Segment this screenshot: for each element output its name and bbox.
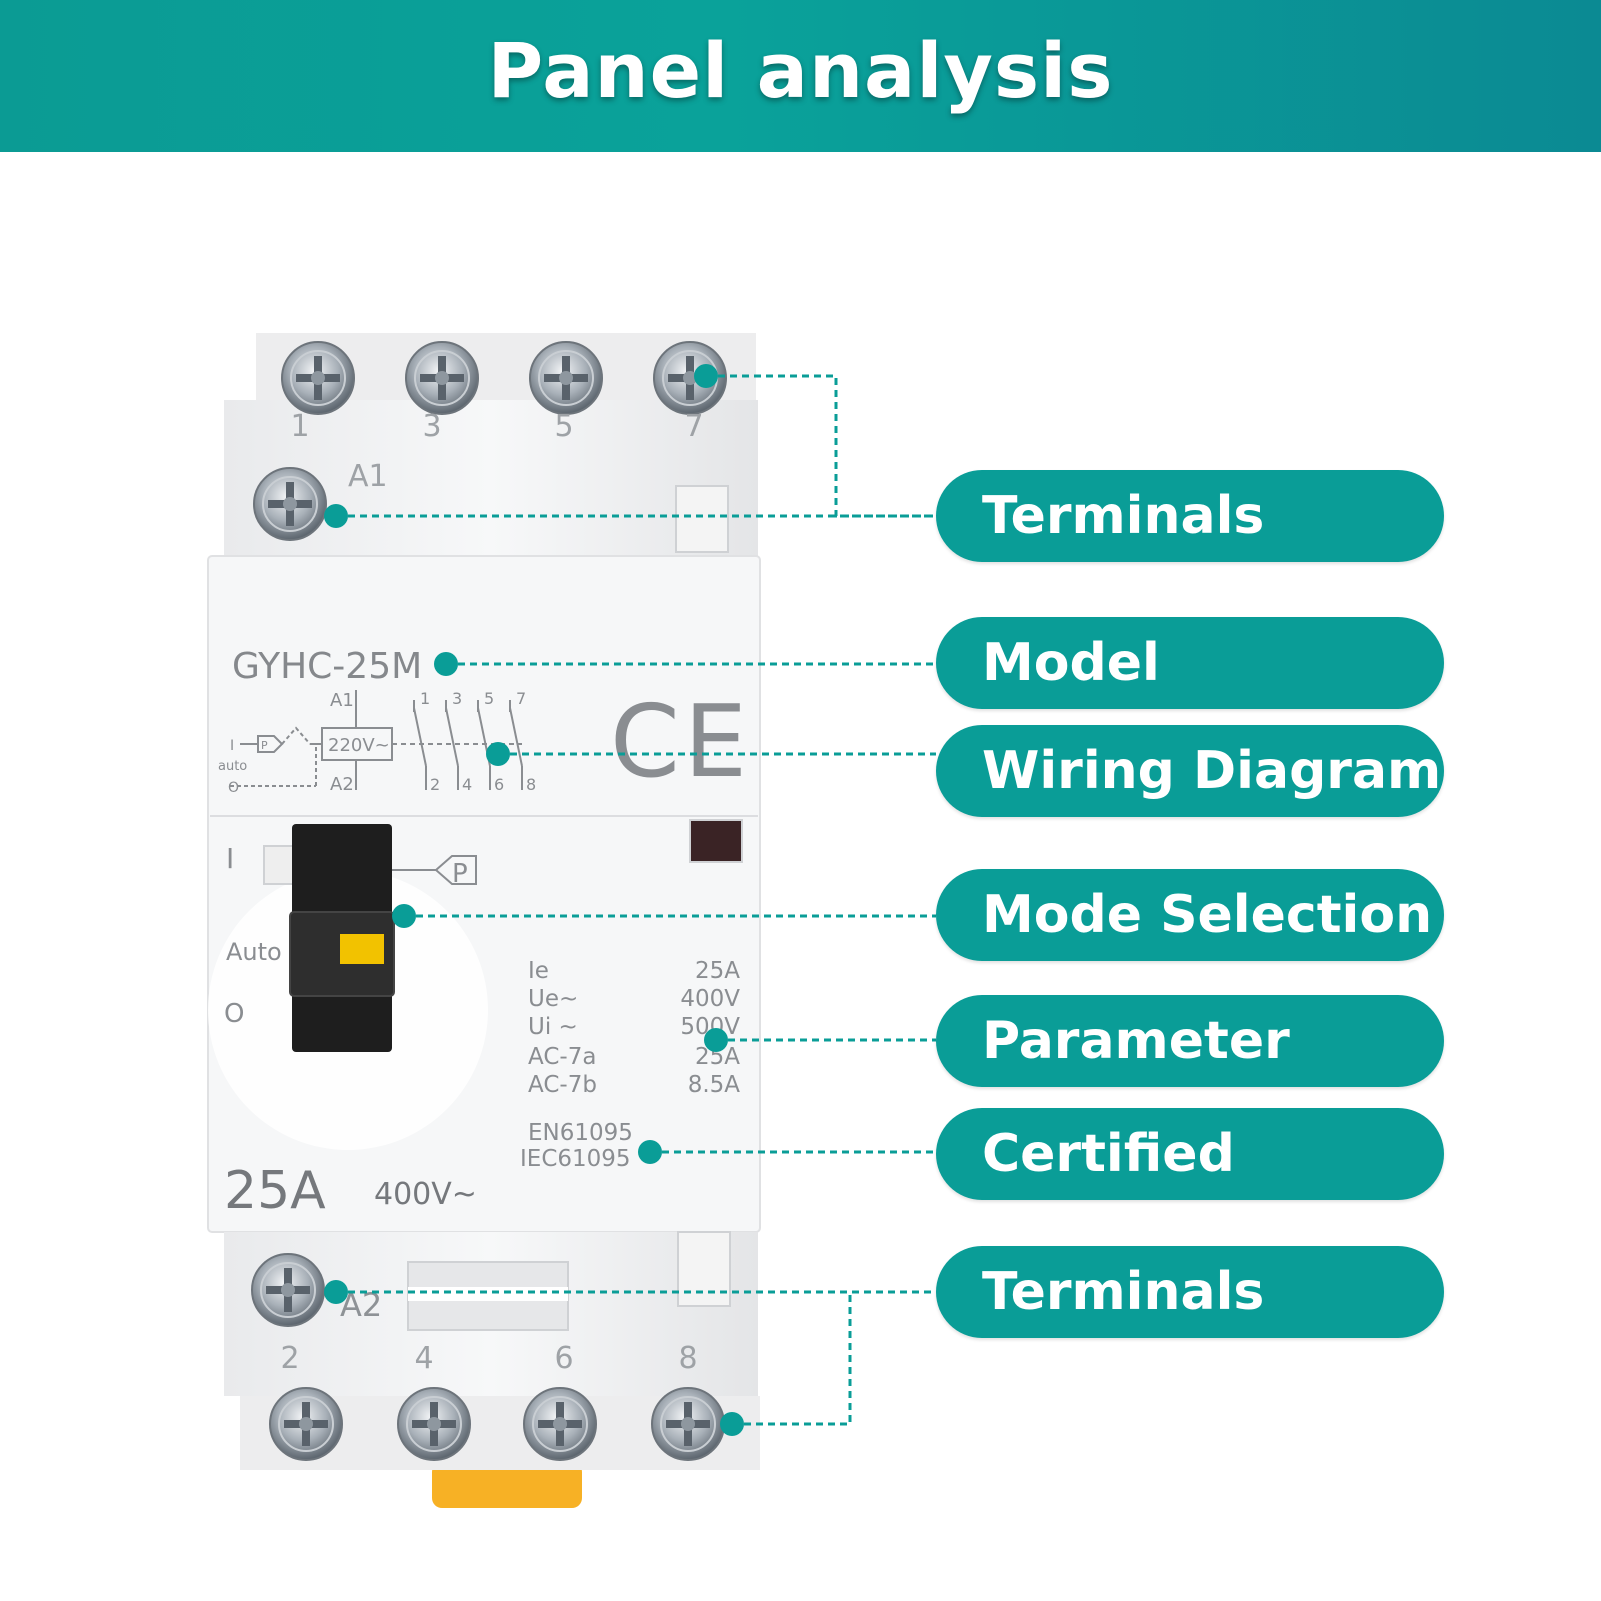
diagram-mode-auto: auto — [218, 759, 247, 774]
screw-icon — [251, 1253, 325, 1327]
callout-terminals-bottom: Terminals — [936, 1246, 1444, 1338]
parameter-value: 25A — [695, 1044, 740, 1070]
ce-mark-icon: CE — [610, 683, 751, 800]
terminal-number: 6 — [554, 1341, 573, 1376]
rating-voltage: 400V~ — [374, 1177, 477, 1212]
coil-terminal-a2: A2 — [340, 1286, 382, 1324]
screw-icon — [523, 1387, 597, 1461]
upper-latch-window — [675, 485, 729, 553]
diagram-p: P — [261, 739, 268, 752]
screw-icon — [405, 341, 479, 415]
standard-label: IEC61095 — [520, 1146, 631, 1172]
diagram-contact: 8 — [526, 775, 536, 794]
diagram-contact: 1 — [420, 689, 430, 708]
terminal-number: 3 — [422, 409, 441, 444]
diagram-coil-voltage: 220V~ — [328, 735, 390, 756]
parameter-name: Ue~ — [528, 986, 578, 1012]
diagram-label-a1: A1 — [330, 690, 354, 711]
auto-position-indicator — [340, 934, 384, 964]
callout-wiring-diagram: Wiring Diagram — [936, 725, 1444, 817]
coil-terminal-a1: A1 — [348, 459, 388, 494]
standard-label: EN61095 — [528, 1120, 633, 1146]
parameter-value: 25A — [695, 958, 740, 984]
diagram-contact: 2 — [430, 775, 440, 794]
terminal-number: 1 — [290, 409, 309, 444]
switch-label-auto: Auto — [226, 938, 282, 966]
callout-parameter: Parameter — [936, 995, 1444, 1087]
switch-slot — [263, 845, 295, 885]
terminal-number: 2 — [280, 1341, 299, 1376]
callout-model: Model — [936, 617, 1444, 709]
callout-mode-selection: Mode Selection — [936, 869, 1444, 961]
terminal-number: 7 — [684, 409, 703, 444]
screw-icon — [281, 341, 355, 415]
din-rail-clip — [432, 1462, 582, 1508]
callout-certified: Certified — [936, 1108, 1444, 1200]
lower-slot-bar — [408, 1287, 568, 1301]
screw-icon — [651, 1387, 725, 1461]
lower-latch-window — [677, 1231, 731, 1307]
parameter-name: AC-7b — [528, 1072, 597, 1098]
terminal-number: 4 — [414, 1341, 433, 1376]
switch-label-on: I — [226, 842, 234, 875]
diagram-contact: 4 — [462, 775, 472, 794]
callout-terminals-top: Terminals — [936, 470, 1444, 562]
diagram-contact: 5 — [484, 689, 494, 708]
parameter-value: 400V — [680, 986, 740, 1012]
terminal-number: 8 — [678, 1341, 697, 1376]
page-title: Panel analysis — [487, 26, 1114, 115]
screw-icon — [397, 1387, 471, 1461]
rating-current: 25A — [224, 1161, 326, 1221]
screw-icon — [269, 1387, 343, 1461]
diagram-contact: 7 — [516, 689, 526, 708]
diagram-contact: 3 — [452, 689, 462, 708]
header-banner: Panel analysis — [0, 0, 1601, 152]
parameter-name: Ie — [528, 958, 549, 984]
parameter-value: 8.5A — [688, 1072, 741, 1098]
terminal-number: 5 — [554, 409, 573, 444]
screw-icon — [653, 341, 727, 415]
screw-icon — [253, 467, 327, 541]
parameter-value: 500V — [680, 1014, 740, 1040]
parameter-name: AC-7a — [528, 1044, 596, 1070]
diagram-mode-i: I — [230, 738, 234, 754]
diagram-mode-o: O — [228, 780, 239, 796]
model-number: GYHC-25M — [232, 646, 422, 687]
diagram-label-a2: A2 — [330, 774, 354, 795]
parameter-name: Ui ~ — [528, 1014, 578, 1040]
status-indicator-window — [689, 819, 743, 863]
p-tag-icon — [392, 855, 477, 885]
switch-label-off: O — [224, 999, 244, 1029]
diagram-contact: 6 — [494, 775, 504, 794]
switch-p-label: P — [452, 859, 468, 889]
screw-icon — [529, 341, 603, 415]
